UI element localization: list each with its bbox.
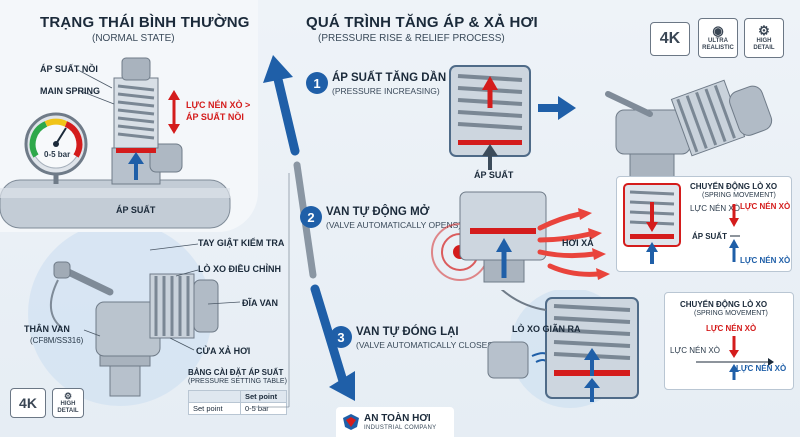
spring-box-close-force: LỰC NÉN XÒ [670,346,720,355]
step-3-spring-label: LÒ XO GIÃN RA [512,324,581,334]
normal-state-title: TRẠNG THÁI BÌNH THƯỜNG [40,14,250,31]
spring-box-open-title: CHUYỂN ĐỘNG LÒ XO [690,182,778,191]
settings-table-title: BẢNG CÀI ĐẶT ÁP SUẤT [188,368,284,377]
badge-high-detail-top: ⚙ HIGH DETAIL [744,18,784,58]
badge-high-detail-line1: HIGH [60,401,76,407]
badge-ultra-line1: ULTRA [708,38,728,44]
step-2-title: VAN TỰ ĐỘNG MỞ [326,206,430,218]
settings-header-cell-0 [188,390,241,403]
valve-parts-illustration [28,232,241,406]
spring-box-close-title: CHUYỂN ĐỘNG LÒ XO [680,300,768,309]
spring-box-close-arrows [696,336,774,380]
logo-tagline: INDUSTRIAL COMPANY [364,425,437,431]
process-subtitle: (PRESSURE RISE & RELIEF PROCESS) [318,33,505,44]
spring-box-open-pressure: ÁP SUẤT [692,232,727,241]
settings-table: Set point Set point 0-5 bar [188,390,287,415]
step-1-title: ÁP SUẤT TĂNG DẦN [332,72,447,84]
badge-4k-top: 4K [650,22,690,56]
badge-ultra-realistic: ◉ ULTRA REALISTIC [698,18,738,58]
gear-icon: ⚙ [758,23,770,38]
force-text-line1: LỰC NÉN XÒ > [186,100,251,110]
normal-state-valve-illustration [0,57,231,229]
eye-icon: ◉ [712,23,724,38]
shield-logo-icon [343,414,359,430]
company-logo: AN TOÀN HƠI INDUSTRIAL COMPANY [336,407,454,437]
step-1-illustration [449,65,773,179]
step-1-pressure-label: ÁP SUẤT [474,170,514,180]
part-disc: ĐĨA VAN [242,298,278,308]
step-2-subtitle: (VALVE AUTOMATICALLY OPENS) [326,220,462,230]
spring-box-close-subtitle: (SPRING MOVEMENT) [694,310,768,317]
step-2-steam-label: HƠI XẢ [562,238,594,248]
process-title: QUÁ TRÌNH TĂNG ÁP & XẢ HƠI [306,14,538,31]
spring-box-open-force-red: LỰC NÉN XÒ [740,202,791,211]
part-adjust-spring: LÒ XO ĐIỀU CHỈNH [198,264,282,274]
label-main-spring: MAIN SPRING [40,86,101,96]
step-3-subtitle: (VALVE AUTOMATICALLY CLOSES) [356,340,496,350]
badge-high-line1: HIGH [756,38,772,44]
spring-box-close-force-red: LỰC NÉN XÒ [706,324,757,333]
normal-state-subtitle: (NORMAL STATE) [92,33,175,44]
part-body-line1: THÂN VAN [24,324,70,334]
badge-high-line2: DETAIL [753,45,775,51]
logo-name: AN TOÀN HƠI [364,413,431,424]
badge-4k-bottom: 4K [10,388,46,418]
settings-header-cell-1: Set point [240,390,287,403]
badge-high-detail-bottom: ⚙ HIGH DETAIL [52,388,84,418]
spring-open-mini-illustration [623,183,681,264]
step-3-illustration [487,290,639,408]
settings-table-header: Set point [188,390,287,403]
settings-row-cell-0: Set point [188,402,241,415]
gauge-range-label: 0-5 bar [44,150,71,159]
spring-box-close-force-blue: LỰC NÉN XÒ [736,364,787,373]
force-text-line2: ÁP SUẤT NỒI [186,112,244,122]
spring-box-open-force-blue: LỰC NÉN XÒ [740,256,791,265]
part-test-lever: TAY GIẬT KIỂM TRA [198,238,285,248]
label-pressure: ÁP SUẤT [116,205,156,215]
part-outlet: CỬA XẢ HƠI [196,346,251,356]
step-1-number: 1 [306,72,328,94]
spring-box-open-arrows [729,204,740,262]
settings-table-row: Set point 0-5 bar [188,402,287,415]
step-3-number: 3 [330,326,352,348]
gear-icon: ⚙ [63,391,73,401]
settings-table-subtitle: (PRESSURE SETTING TABLE) [188,378,287,385]
step-2-number: 2 [300,206,322,228]
step-2-illustration [431,191,610,283]
spring-movement-box-close [664,292,794,390]
step-1-subtitle: (PRESSURE INCREASING) [332,86,440,96]
settings-row-cell-1: 0-5 bar [240,402,287,415]
spring-box-open-force: LỰC NÉN XÒ [690,204,740,213]
part-body-line2: (CF8M/SS316) [30,336,84,345]
process-flow-arrow [255,55,355,408]
badge-high-detail-line2: DETAIL [57,408,79,414]
label-pressure-chamber: ÁP SUẤT NỒI [40,64,98,74]
step-3-title: VAN TỰ ĐÓNG LẠI [356,326,459,338]
spring-box-open-subtitle: (SPRING MOVEMENT) [702,192,776,199]
badge-ultra-line2: REALISTIC [702,45,734,51]
